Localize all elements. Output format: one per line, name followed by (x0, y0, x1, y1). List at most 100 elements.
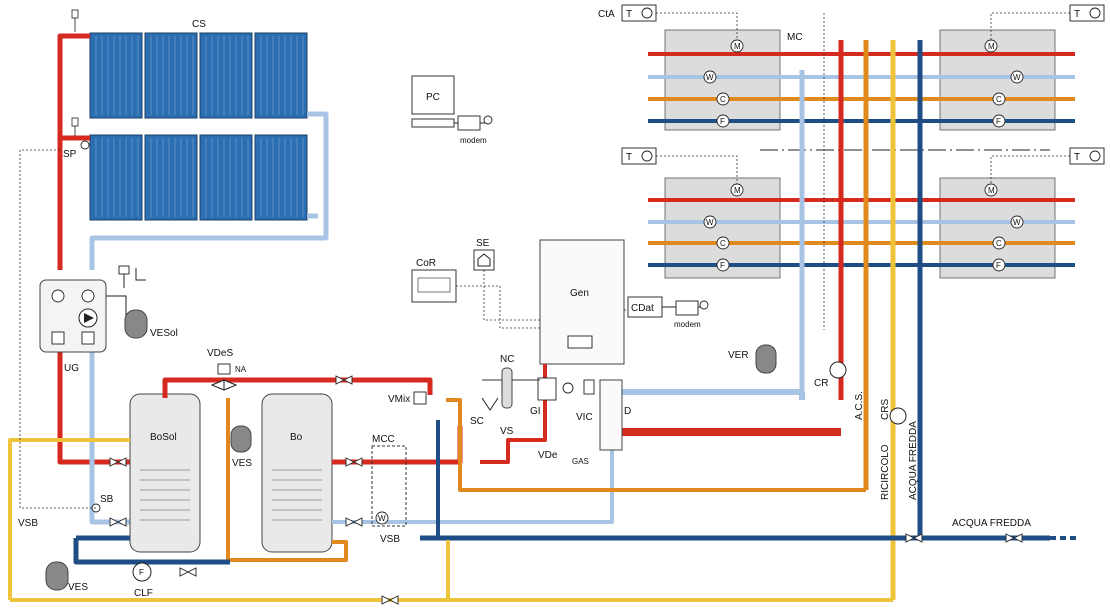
outdoor-sensor-se (473, 249, 495, 271)
clf-label: CLF (134, 588, 153, 599)
modem-antenna-icon (699, 300, 709, 310)
meter-w-icon: W (1013, 73, 1021, 82)
gas-valve-group (537, 377, 557, 401)
house-icon (477, 253, 491, 267)
sb-label: SB (100, 494, 114, 505)
thermostat-right-top: T (1069, 4, 1105, 22)
expansion-vessel-icon (755, 344, 777, 374)
cold-water-main (73, 535, 1050, 565)
generator-gen: Gen (539, 239, 625, 365)
se-label: SE (476, 238, 490, 249)
motor-valve-icon: M (988, 42, 995, 51)
recirculation-pipe (8, 438, 893, 602)
ricircolo-label: RICIRCOLO (880, 444, 891, 500)
svg-text:T: T (1074, 9, 1080, 20)
gen-label: Gen (570, 288, 589, 299)
room-module-top-right (939, 29, 1056, 131)
gi-label: GI (530, 406, 541, 417)
vic-label: VIC (576, 412, 593, 423)
solar-panel (89, 134, 143, 221)
mcc-label: MCC (372, 434, 395, 445)
solar-panel (199, 32, 253, 119)
solar-return-pipe (89, 111, 329, 270)
mcc-group (371, 445, 407, 527)
pump-icon (889, 407, 907, 425)
meter-w-icon: W (706, 218, 714, 227)
cs-label: CS (192, 19, 206, 30)
ves-mid-label: VES (232, 458, 252, 469)
dhw-flow-pipe (162, 377, 433, 398)
mc-label: MC (787, 32, 803, 43)
meter-c-icon: C (996, 239, 1002, 248)
ver-label: VER (728, 350, 749, 361)
room-module-top-left (664, 29, 781, 131)
expansion-vessel-icon (45, 561, 69, 591)
nc-label: NC (500, 354, 514, 365)
tank-bosol: BoSol (129, 393, 201, 553)
cdat-modem-label: modem (674, 320, 701, 329)
solar-group-ug (39, 279, 107, 353)
meter-f-icon: F (720, 261, 725, 270)
svg-text:T: T (1074, 152, 1080, 163)
bo-label: Bo (290, 432, 303, 443)
drain-icon (481, 397, 499, 411)
svg-text:F: F (139, 568, 144, 577)
control-panel-icon (567, 335, 593, 349)
shutoff-valve-icon (109, 375, 1023, 605)
pc-monitor (411, 75, 455, 115)
clock-icon (1089, 7, 1101, 19)
thermostat-left-bottom: T (621, 147, 657, 165)
thermostat-right-bottom: T (1069, 147, 1105, 165)
acs-label: A.C.S. (854, 391, 865, 420)
acqua-fredda-vertical-label: ACQUA FREDDA (908, 421, 919, 500)
meter-w-icon: W (1013, 218, 1021, 227)
tank-bo: Bo (261, 393, 333, 553)
vsb-left-label: VSB (18, 518, 38, 529)
crs-label: CRS (880, 399, 891, 420)
motor-valve-icon: M (988, 186, 995, 195)
meter-w-icon: W (706, 73, 714, 82)
sp-label: SP (63, 149, 77, 160)
vde-label: VDe (538, 450, 558, 461)
na-label: NA (235, 365, 247, 374)
meter-f-icon: F (720, 117, 725, 126)
heating-return-line (648, 75, 1075, 224)
solar-panel (254, 134, 308, 221)
meter-f-icon: F (996, 261, 1001, 270)
svg-text:T: T (626, 152, 632, 163)
cta-label: CtA (598, 9, 615, 20)
heating-flow-line (648, 52, 1075, 202)
solar-flow-pipe (57, 33, 90, 270)
meter-c-icon: C (720, 95, 726, 104)
safety-valve-icon (118, 265, 130, 275)
thermostat-cta: T (621, 4, 657, 22)
gas-label: GAS (572, 457, 589, 466)
pc-modem-label: modem (460, 136, 487, 145)
expansion-vessel-icon (230, 425, 252, 453)
motor-valve-icon: M (734, 42, 741, 51)
distributor-d (599, 379, 623, 451)
neutralizer-nc (501, 367, 513, 409)
solar-panel (199, 134, 253, 221)
acqua-fredda-horizontal-label: ACQUA FREDDA (952, 518, 1031, 529)
cor-label: CoR (416, 258, 436, 269)
bosol-label: BoSol (150, 432, 177, 443)
remote-control-cor (411, 269, 457, 303)
clock-icon (641, 7, 653, 19)
svg-text:T: T (626, 9, 632, 20)
solar-panel (254, 32, 308, 119)
air-vent-icon (71, 9, 79, 136)
meter-f-icon (132, 562, 152, 582)
ug-label: UG (64, 363, 79, 374)
clock-icon (1089, 150, 1101, 162)
pump-icon (84, 313, 94, 323)
pc-workstation: PC modem (411, 75, 493, 145)
diverter-valve-icon (210, 379, 238, 391)
pc-label: PC (426, 92, 440, 103)
gauge-icon (562, 382, 574, 394)
modem-antenna-icon (483, 115, 493, 125)
meter-w-icon: W (378, 514, 386, 523)
d-label: D (624, 406, 631, 417)
pump-icon (829, 361, 847, 379)
